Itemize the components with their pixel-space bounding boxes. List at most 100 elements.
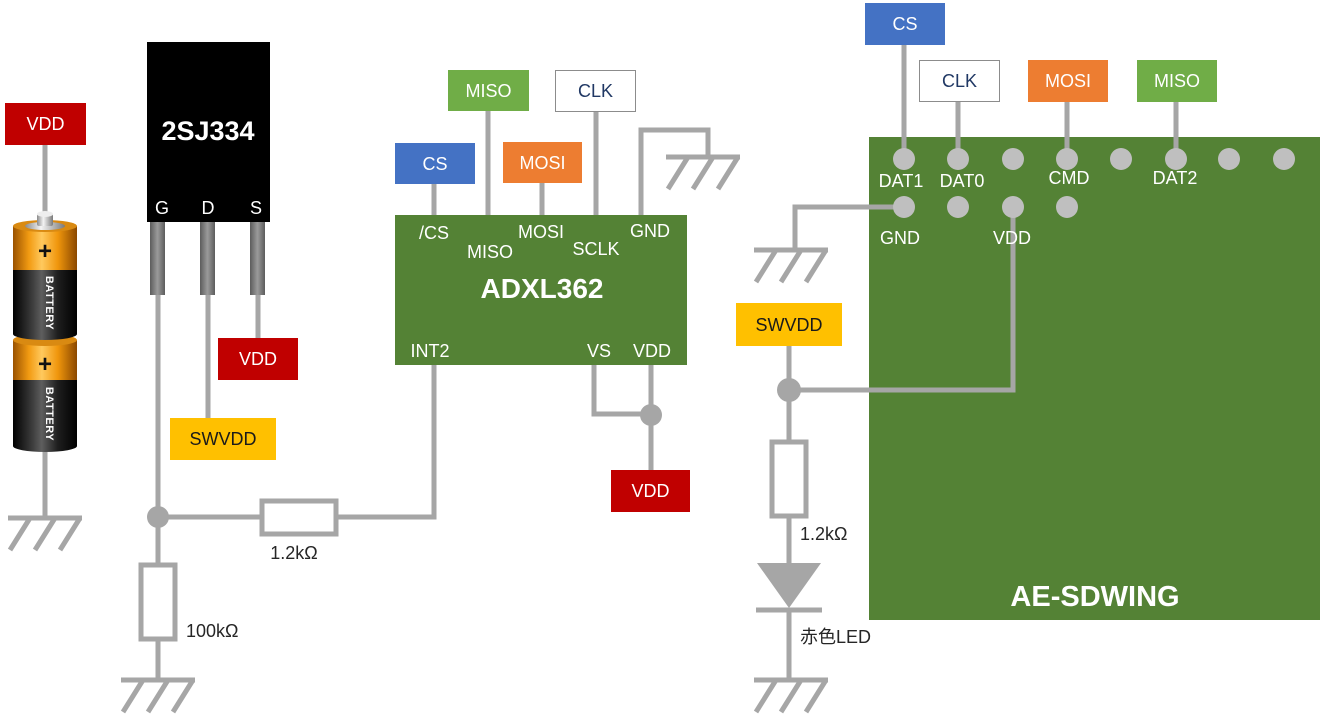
pin-pad [1273,148,1295,170]
battery-label: BATTERY [43,276,55,330]
battery-plus-sign: + [38,238,52,265]
net-tag-label: CLK [942,71,977,91]
battery-cell-2: + BATTERY [13,334,77,452]
adxl-pin-int2: INT2 [410,341,449,361]
resistor-100k [138,562,178,642]
pin-pad [947,196,969,218]
ground-symbol [753,247,829,284]
net-tag-box [611,470,690,512]
resistor-1k2-gate-value: 1.2kΩ [270,543,317,563]
pin-pad [1002,148,1024,170]
net-tag-vdd-adxl: VDD [611,470,690,512]
net-tag-clk-adxl: CLK [555,70,636,112]
net-tag-box [170,418,276,460]
sd-pin-dat0: DAT0 [940,171,985,191]
mosfet-lead-g [150,222,165,295]
sd-pin-dat1: DAT1 [879,171,924,191]
net-tag-box [395,143,475,184]
wire-sd-vdd [789,207,1016,393]
wire-adxl-gnd [638,127,711,215]
battery-terminal-nub [37,214,53,226]
adxl-pin-vs: VS [587,341,611,361]
battery-cell-1: + BATTERY [13,211,77,340]
led-diode-symbol [756,563,822,613]
net-tag-box [1137,60,1217,102]
ground-symbol [665,154,741,191]
net-tag-box [919,60,1000,102]
resistor-100k-value: 100kΩ [186,621,239,641]
junction-dot [640,404,662,426]
net-tag-label: VDD [631,481,669,501]
net-tag-mosi-adxl: MOSI [503,142,582,183]
net-tag-box [218,338,298,380]
net-tag-swvdd-sd: SWVDD [736,303,842,346]
net-tag-cs-sd: CS [865,3,945,45]
sd-pin-dat2: DAT2 [1153,168,1198,188]
battery-body [13,380,77,446]
sd-pin-vdd: VDD [993,228,1031,248]
net-tag-label: MISO [465,81,511,101]
pin-pad [1165,148,1187,170]
pin-pad [893,148,915,170]
ground-symbol [753,677,829,714]
mosfet-part-number: 2SJ334 [161,116,254,146]
net-tag-mosi-sd: MOSI [1028,60,1108,102]
net-tag-cs-adxl: CS [395,143,475,184]
net-tag-label: VDD [239,349,277,369]
mosfet-pin-label-s: S [250,198,262,218]
ground-symbol [120,677,196,714]
net-tag-label: CS [422,154,447,174]
battery-bottom [13,440,77,452]
net-tag-miso-sd: MISO [1137,60,1217,102]
battery-body [13,270,77,334]
battery-positive-band [13,226,77,272]
net-tag-label: MISO [1154,71,1200,91]
battery-plus-sign: + [38,351,52,378]
battery-positive-band [13,340,77,382]
net-tag-swvdd-mosfet-drain: SWVDD [170,418,276,460]
led-triangle [757,563,821,608]
adxl-pin-miso: MISO [467,242,513,262]
net-tag-box [736,303,842,346]
adxl-pin-cs: /CS [419,223,449,243]
pin-pad [1110,148,1132,170]
net-tag-box [5,103,86,145]
sd-board-name: AE-SDWING [1010,581,1179,613]
mosfet-pin-label-g: G [155,198,169,218]
adxl-part-name: ADXL362 [481,273,604,304]
pin-pad [1056,196,1078,218]
adxl-pin-mosi: MOSI [518,222,564,242]
net-tag-label: SWVDD [756,315,823,335]
adxl-pin-vdd: VDD [633,341,671,361]
adxl-pin-sclk: SCLK [572,239,619,259]
resistor-1k2-gate [259,498,339,537]
net-tag-vdd-battery: VDD [5,103,86,145]
adxl-pin-gnd: GND [630,221,670,241]
net-tag-label: VDD [26,114,64,134]
junction-dot [147,506,169,528]
net-tag-box [865,3,945,45]
junction-dot [777,378,801,402]
net-tag-miso-adxl: MISO [448,70,529,111]
mosfet-lead-d [200,222,215,295]
net-tag-clk-sd: CLK [919,60,1000,102]
net-tag-label: MOSI [1045,71,1091,91]
resistor-1k2-led [769,439,809,519]
pin-pad [1056,148,1078,170]
adxl362-board [395,215,687,365]
mosfet-lead-s [250,222,265,295]
mosfet-2sj334: 2SJ334 G D S [147,42,270,295]
ae-sdwing-board [869,137,1320,620]
battery-terminal-top [37,211,53,217]
wire-adxl-vs [591,365,651,417]
led-label: 赤色LED [800,627,871,647]
sd-pin-pads [893,148,1295,218]
resistor-1k2-led-value: 1.2kΩ [800,524,847,544]
net-tag-label: SWVDD [190,429,257,449]
wire-gate-to-int2 [158,365,437,520]
net-tag-label: CLK [578,81,613,101]
battery-label: BATTERY [43,387,55,441]
sd-pin-cmd: CMD [1049,168,1090,188]
ground-symbol [7,515,83,552]
